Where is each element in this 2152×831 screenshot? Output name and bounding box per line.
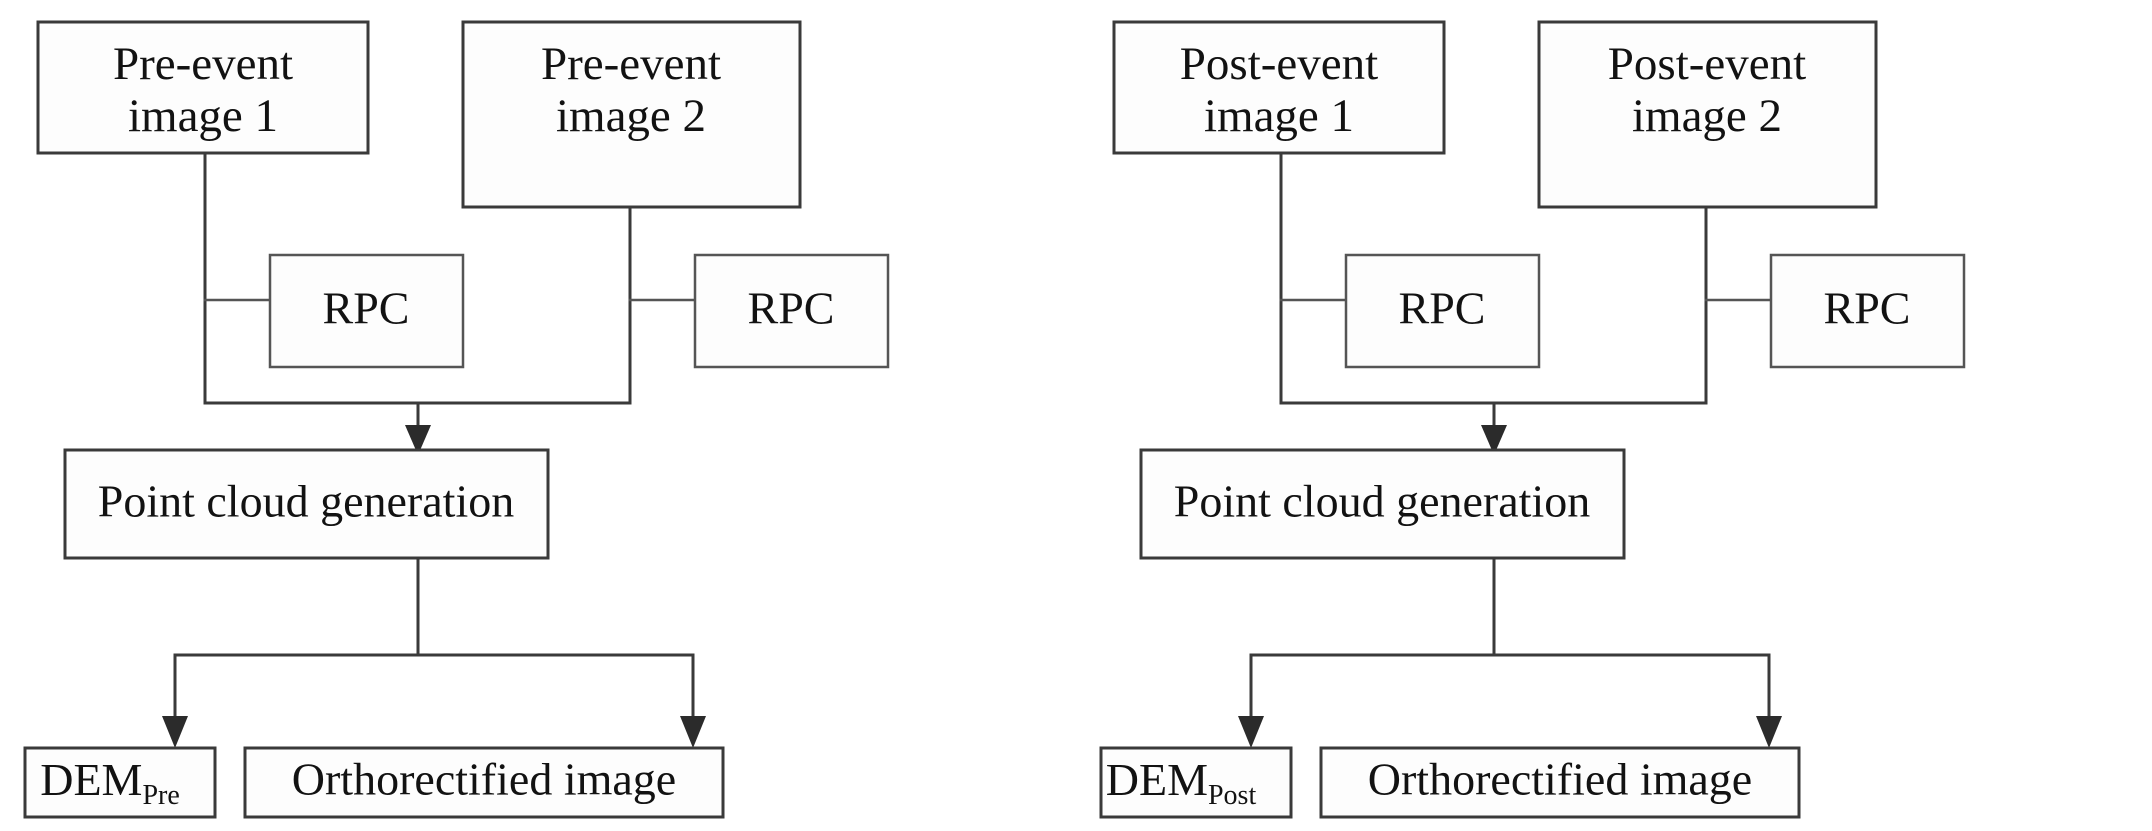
- dem-pre-subscript: Pre: [142, 780, 179, 811]
- post-event-image-2-line1: Post-event: [1608, 38, 1806, 90]
- orthorectified-image-label-post: Orthorectified image: [1368, 754, 1752, 805]
- dem-pre-label: DEMPre: [40, 754, 180, 812]
- rpc-box-3[interactable]: [1344, 253, 1541, 369]
- arrow-into-dem: [162, 716, 188, 748]
- orthorectified-image-box-post[interactable]: [1319, 746, 1801, 819]
- rpc-box-1-label: RPC: [323, 283, 410, 334]
- arrow-into-dem-post: [1238, 716, 1264, 748]
- post-event-image-1-line1: Post-event: [1180, 38, 1378, 90]
- pre-event-image-1-box[interactable]: [36, 20, 370, 155]
- pre-event-image-1-line2: image 1: [128, 90, 278, 142]
- post-event-workflow: Post-event image 1 Post-event image 2 RP…: [1099, 20, 1966, 819]
- dem-pre-main: DEM: [40, 754, 142, 805]
- arrow-into-ortho: [680, 716, 706, 748]
- rpc-box-4-label: RPC: [1824, 283, 1911, 334]
- point-cloud-generation-label-post: Point cloud generation: [1174, 476, 1590, 527]
- rpc-box-2[interactable]: [693, 253, 890, 369]
- arrow-into-ortho-post: [1756, 716, 1782, 748]
- arrow-into-point-cloud-post: [1481, 425, 1507, 455]
- post-event-image-1-line2: image 1: [1204, 90, 1354, 142]
- post-event-image-2-line2: image 2: [1632, 90, 1782, 142]
- point-cloud-generation-label-pre: Point cloud generation: [98, 476, 514, 527]
- rpc-box-1[interactable]: [268, 253, 465, 369]
- point-cloud-generation-box-post[interactable]: [1139, 448, 1626, 560]
- pre-event-workflow: Pre-event image 1 Pre-event image 2 RPC …: [23, 20, 890, 819]
- rpc-box-2-label: RPC: [748, 283, 835, 334]
- dem-post-label: DEMPost: [1106, 754, 1257, 812]
- post-event-image-2-box[interactable]: [1537, 20, 1878, 209]
- dem-post-box[interactable]: [1099, 746, 1293, 819]
- point-cloud-generation-box-pre[interactable]: [63, 448, 550, 560]
- dem-post-subscript: Post: [1208, 780, 1256, 811]
- orthorectified-image-box-pre[interactable]: [243, 746, 725, 819]
- post-event-image-1-box[interactable]: [1112, 20, 1446, 155]
- pre-event-image-2-line1: Pre-event: [541, 38, 721, 90]
- pre-event-image-2-box[interactable]: [461, 20, 802, 209]
- rpc-box-3-label: RPC: [1399, 283, 1486, 334]
- pre-event-image-1-line1: Pre-event: [113, 38, 293, 90]
- dem-pre-box[interactable]: [23, 746, 217, 819]
- arrow-into-point-cloud: [405, 425, 431, 455]
- orthorectified-image-label-pre: Orthorectified image: [292, 754, 676, 805]
- pre-event-image-2-line2: image 2: [556, 90, 706, 142]
- rpc-box-4[interactable]: [1769, 253, 1966, 369]
- dem-post-main: DEM: [1106, 754, 1208, 805]
